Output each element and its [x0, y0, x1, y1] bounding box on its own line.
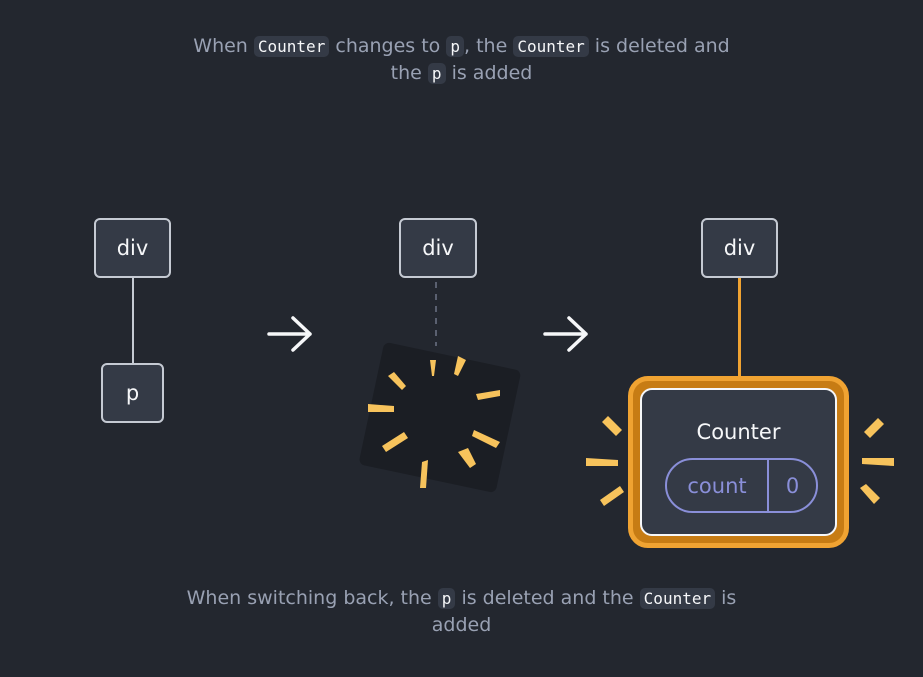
arrow-right-icon — [543, 316, 588, 352]
caption-text: is deleted and the — [461, 587, 634, 609]
node-label: div — [723, 236, 756, 260]
caption-bottom: When switching back, the p is deleted an… — [0, 585, 923, 639]
stage1-edge — [132, 278, 134, 364]
added-node-sparkles — [586, 416, 894, 506]
caption-text: the — [390, 62, 422, 84]
arrow-right-icon — [267, 316, 312, 352]
caption-text: , the — [464, 35, 508, 57]
code-p: p — [446, 36, 464, 57]
component-name: Counter — [696, 420, 781, 444]
code-p: p — [437, 588, 456, 609]
state-value: 0 — [785, 473, 800, 498]
state-pill: count 0 — [665, 458, 818, 513]
node-label: div — [116, 236, 149, 260]
deleted-node-burst — [359, 342, 521, 493]
code-counter: Counter — [253, 36, 330, 57]
caption-text: changes to — [335, 35, 441, 57]
caption-text: is — [721, 587, 737, 609]
node-label: div — [422, 236, 454, 260]
stage1-p-node: p — [101, 363, 164, 423]
code-counter: Counter — [513, 36, 589, 57]
counter-node-body: Counter count 0 — [640, 388, 837, 536]
caption-text: is added — [451, 62, 533, 84]
stage3-div-node: div — [701, 218, 778, 278]
caption-top: When Counter changes to p, the Counter i… — [0, 33, 923, 87]
counter-node: Counter count 0 — [628, 376, 849, 548]
dashed-edge — [435, 282, 437, 346]
stage1-div-node: div — [94, 218, 171, 278]
code-counter: Counter — [639, 588, 716, 609]
caption-text: added — [431, 614, 492, 636]
stage3-edge — [738, 278, 741, 378]
caption-text: When switching back, the — [186, 587, 432, 609]
code-p: p — [427, 63, 446, 84]
caption-text: is deleted and — [594, 35, 730, 57]
stage2-div-node: div — [399, 218, 477, 278]
state-divider — [767, 460, 769, 511]
caption-text: When — [193, 35, 248, 57]
node-label: p — [125, 381, 140, 405]
state-label: count — [687, 473, 747, 498]
